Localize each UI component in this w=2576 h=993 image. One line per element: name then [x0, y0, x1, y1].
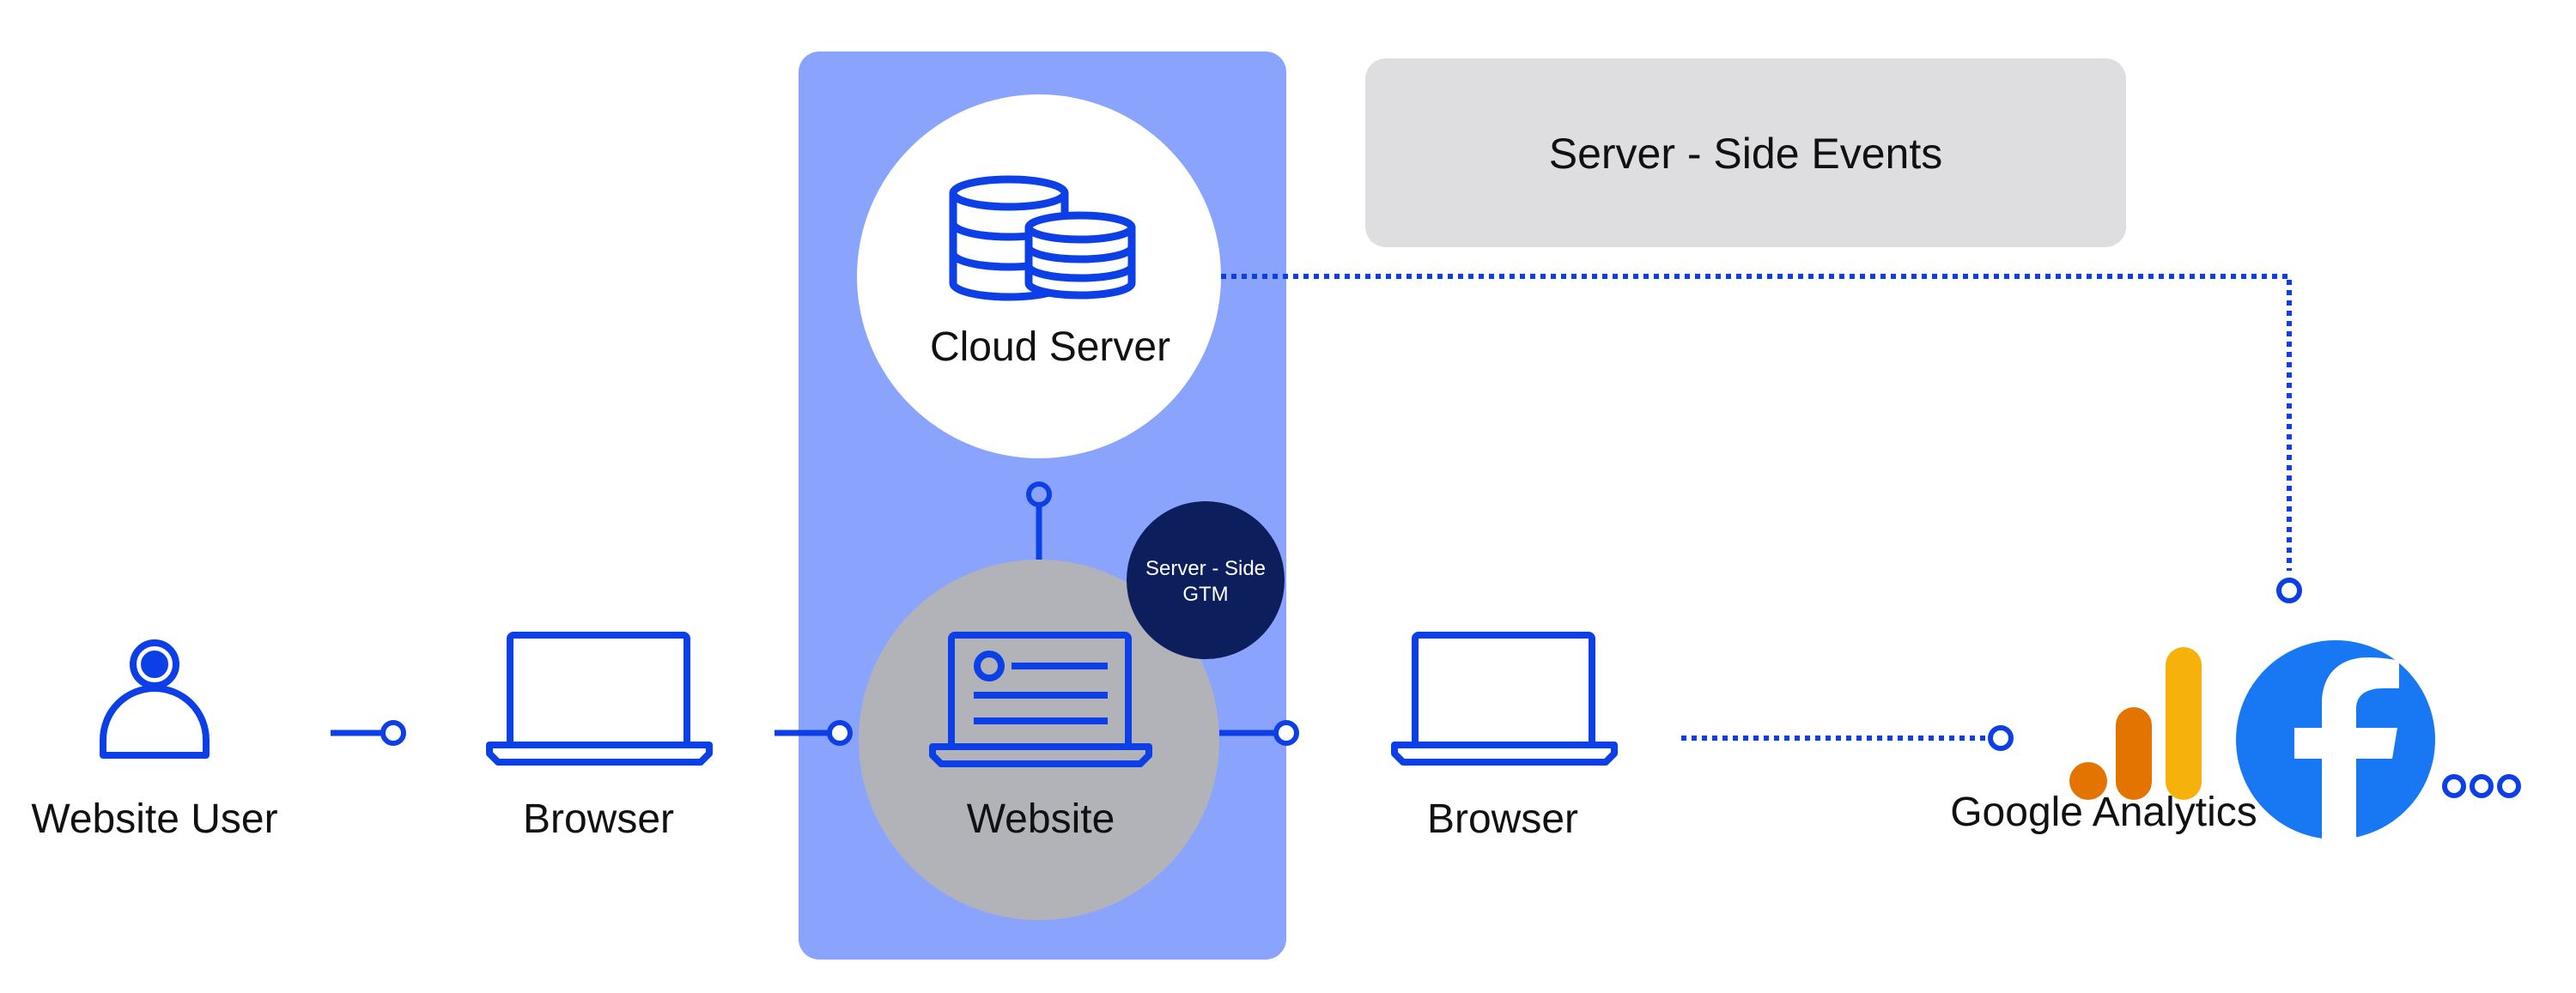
- browser-left-label: Browser: [523, 796, 674, 842]
- laptop-icon: [486, 632, 713, 766]
- connector-node-user: [380, 720, 406, 746]
- connector-node-website-in: [827, 720, 853, 746]
- cloud-server-label: Cloud Server: [930, 324, 1170, 370]
- connector-node-website-out: [1273, 720, 1299, 746]
- facebook-icon: [2236, 640, 2435, 841]
- server-side-gtm-badge: [1127, 501, 1285, 659]
- server-events-connector: [1221, 274, 2292, 571]
- database-icon: [949, 175, 1136, 301]
- google-analytics-label: Google Analytics: [1950, 790, 2257, 835]
- more-dots-icon: [2442, 774, 2521, 798]
- user-icon: [100, 639, 210, 759]
- website-user-label: Website User: [31, 796, 277, 842]
- google-analytics-icon: [2069, 647, 2202, 800]
- badge-line2: GTM: [1182, 583, 1228, 606]
- website-window-icon: [929, 632, 1152, 767]
- server-side-events-banner: [1365, 58, 2126, 247]
- connector-node-cloud: [1026, 481, 1052, 507]
- browser-right-label: Browser: [1427, 796, 1578, 842]
- badge-line1: Server - Side: [1145, 557, 1266, 580]
- laptop-icon: [1391, 632, 1618, 766]
- connector-node-analytics: [1988, 725, 2014, 751]
- website-label: Website: [967, 796, 1115, 842]
- connector-node-facebook: [2276, 578, 2302, 603]
- banner-label: Server - Side Events: [1549, 130, 1943, 178]
